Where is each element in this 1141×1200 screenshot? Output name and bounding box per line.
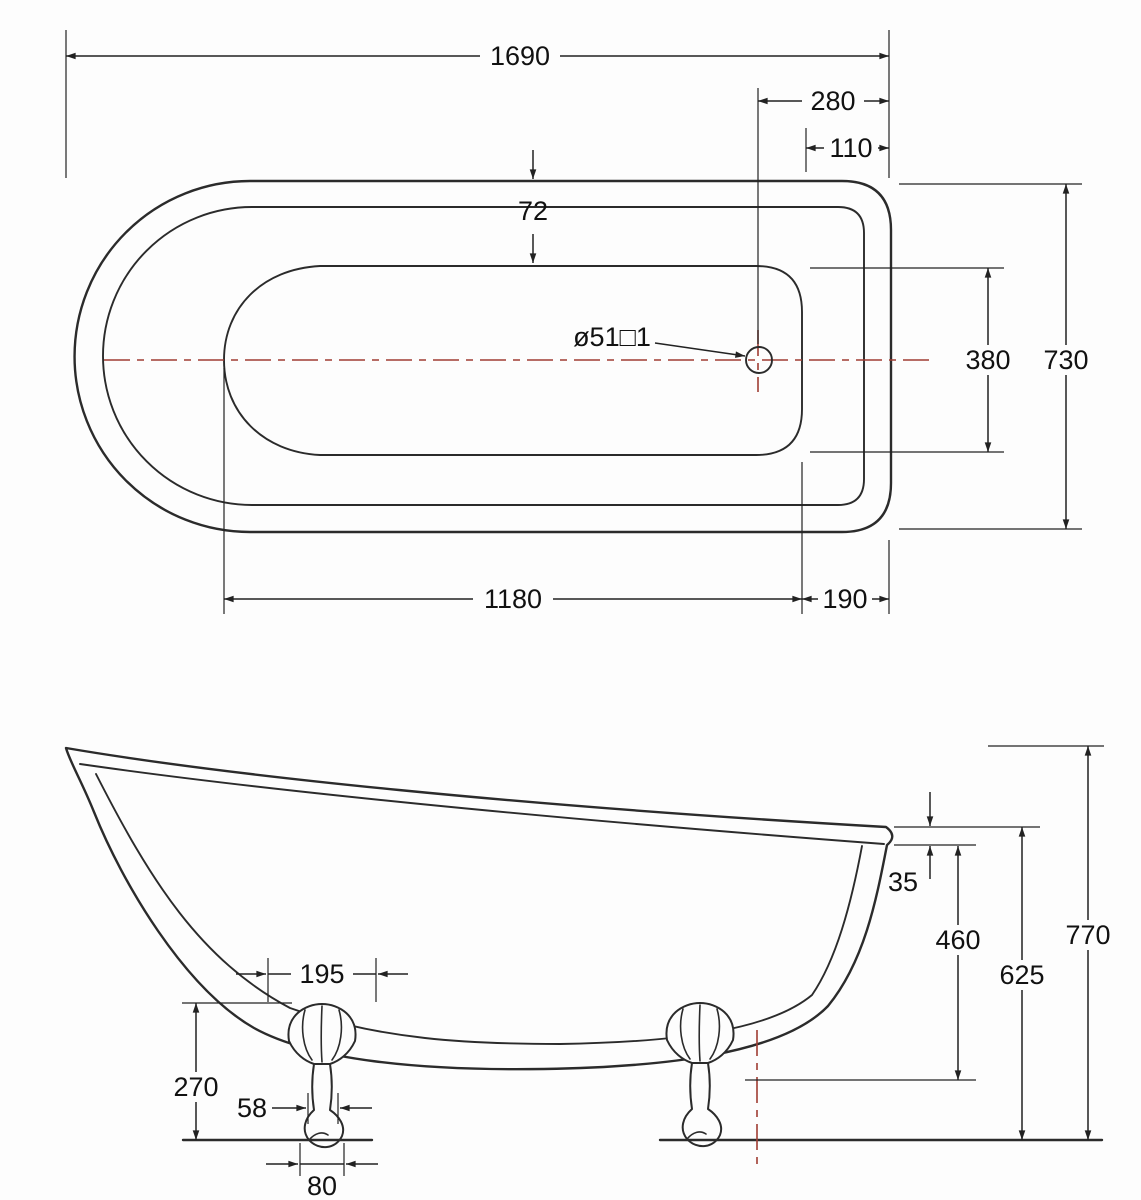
dim-inner-width: 380 bbox=[965, 345, 1010, 375]
drain-leader-line bbox=[654, 342, 746, 358]
ext-overall-width bbox=[899, 183, 1082, 530]
dim-ankle-width: 58 bbox=[237, 1093, 267, 1123]
tub-rim-inner-edge bbox=[102, 206, 865, 506]
label-bg bbox=[1035, 345, 1097, 375]
drain-diameter-label: ø51□1 bbox=[573, 322, 651, 352]
dim-overall-length: 1690 bbox=[490, 41, 550, 71]
label-bg bbox=[291, 959, 353, 989]
dim-end-gap: 190 bbox=[822, 584, 867, 614]
tub-outer-edge bbox=[73, 179, 893, 534]
tub-rim-underside bbox=[79, 763, 885, 845]
claw-foot-front bbox=[287, 1003, 357, 1149]
label-bg bbox=[165, 1072, 227, 1102]
dim-inner-depth: 460 bbox=[935, 925, 980, 955]
dim-claw-width: 80 bbox=[307, 1171, 337, 1200]
label-bg bbox=[824, 133, 878, 163]
dim-rim-gap: 72 bbox=[518, 196, 548, 226]
dim-foot-height: 270 bbox=[173, 1072, 218, 1102]
label-bg bbox=[957, 345, 1019, 375]
label-bg bbox=[480, 41, 560, 71]
ext-rim-thickness bbox=[894, 826, 1040, 846]
dim-drain-offset: 280 bbox=[810, 86, 855, 116]
tub-inner-wall bbox=[95, 773, 863, 1045]
label-bg bbox=[818, 584, 872, 614]
dim-rim-thickness: 35 bbox=[888, 867, 918, 897]
label-bg bbox=[991, 960, 1053, 990]
drain-hole bbox=[745, 346, 773, 374]
dim-rim-height: 625 bbox=[999, 960, 1044, 990]
side-view: 35 460 625 770 195 270 58 80 bbox=[64, 745, 1119, 1200]
ext-overall-length bbox=[65, 30, 890, 178]
label-bg bbox=[473, 584, 553, 614]
ext-foot-span bbox=[267, 958, 377, 1002]
ext-claw-width bbox=[299, 1143, 345, 1176]
ext-inner-length bbox=[223, 368, 890, 614]
dim-foot-span: 195 bbox=[299, 959, 344, 989]
dim-overall-height: 770 bbox=[1065, 920, 1110, 950]
top-view: 1690 280 110 72 ø51□1 380 730 1180 190 bbox=[65, 30, 1097, 614]
label-bg bbox=[802, 86, 864, 116]
label-bg bbox=[927, 925, 989, 955]
dim-overall-width: 730 bbox=[1043, 345, 1088, 375]
dim-edge-offset: 110 bbox=[829, 133, 872, 163]
label-bg bbox=[1057, 920, 1119, 950]
ext-inner-width bbox=[810, 267, 1004, 453]
tub-profile bbox=[64, 746, 894, 1071]
dim-inner-length: 1180 bbox=[484, 584, 542, 614]
tub-basin-edge bbox=[223, 265, 803, 456]
claw-foot-back bbox=[665, 1002, 735, 1148]
ext-ankle-width bbox=[307, 1093, 339, 1124]
